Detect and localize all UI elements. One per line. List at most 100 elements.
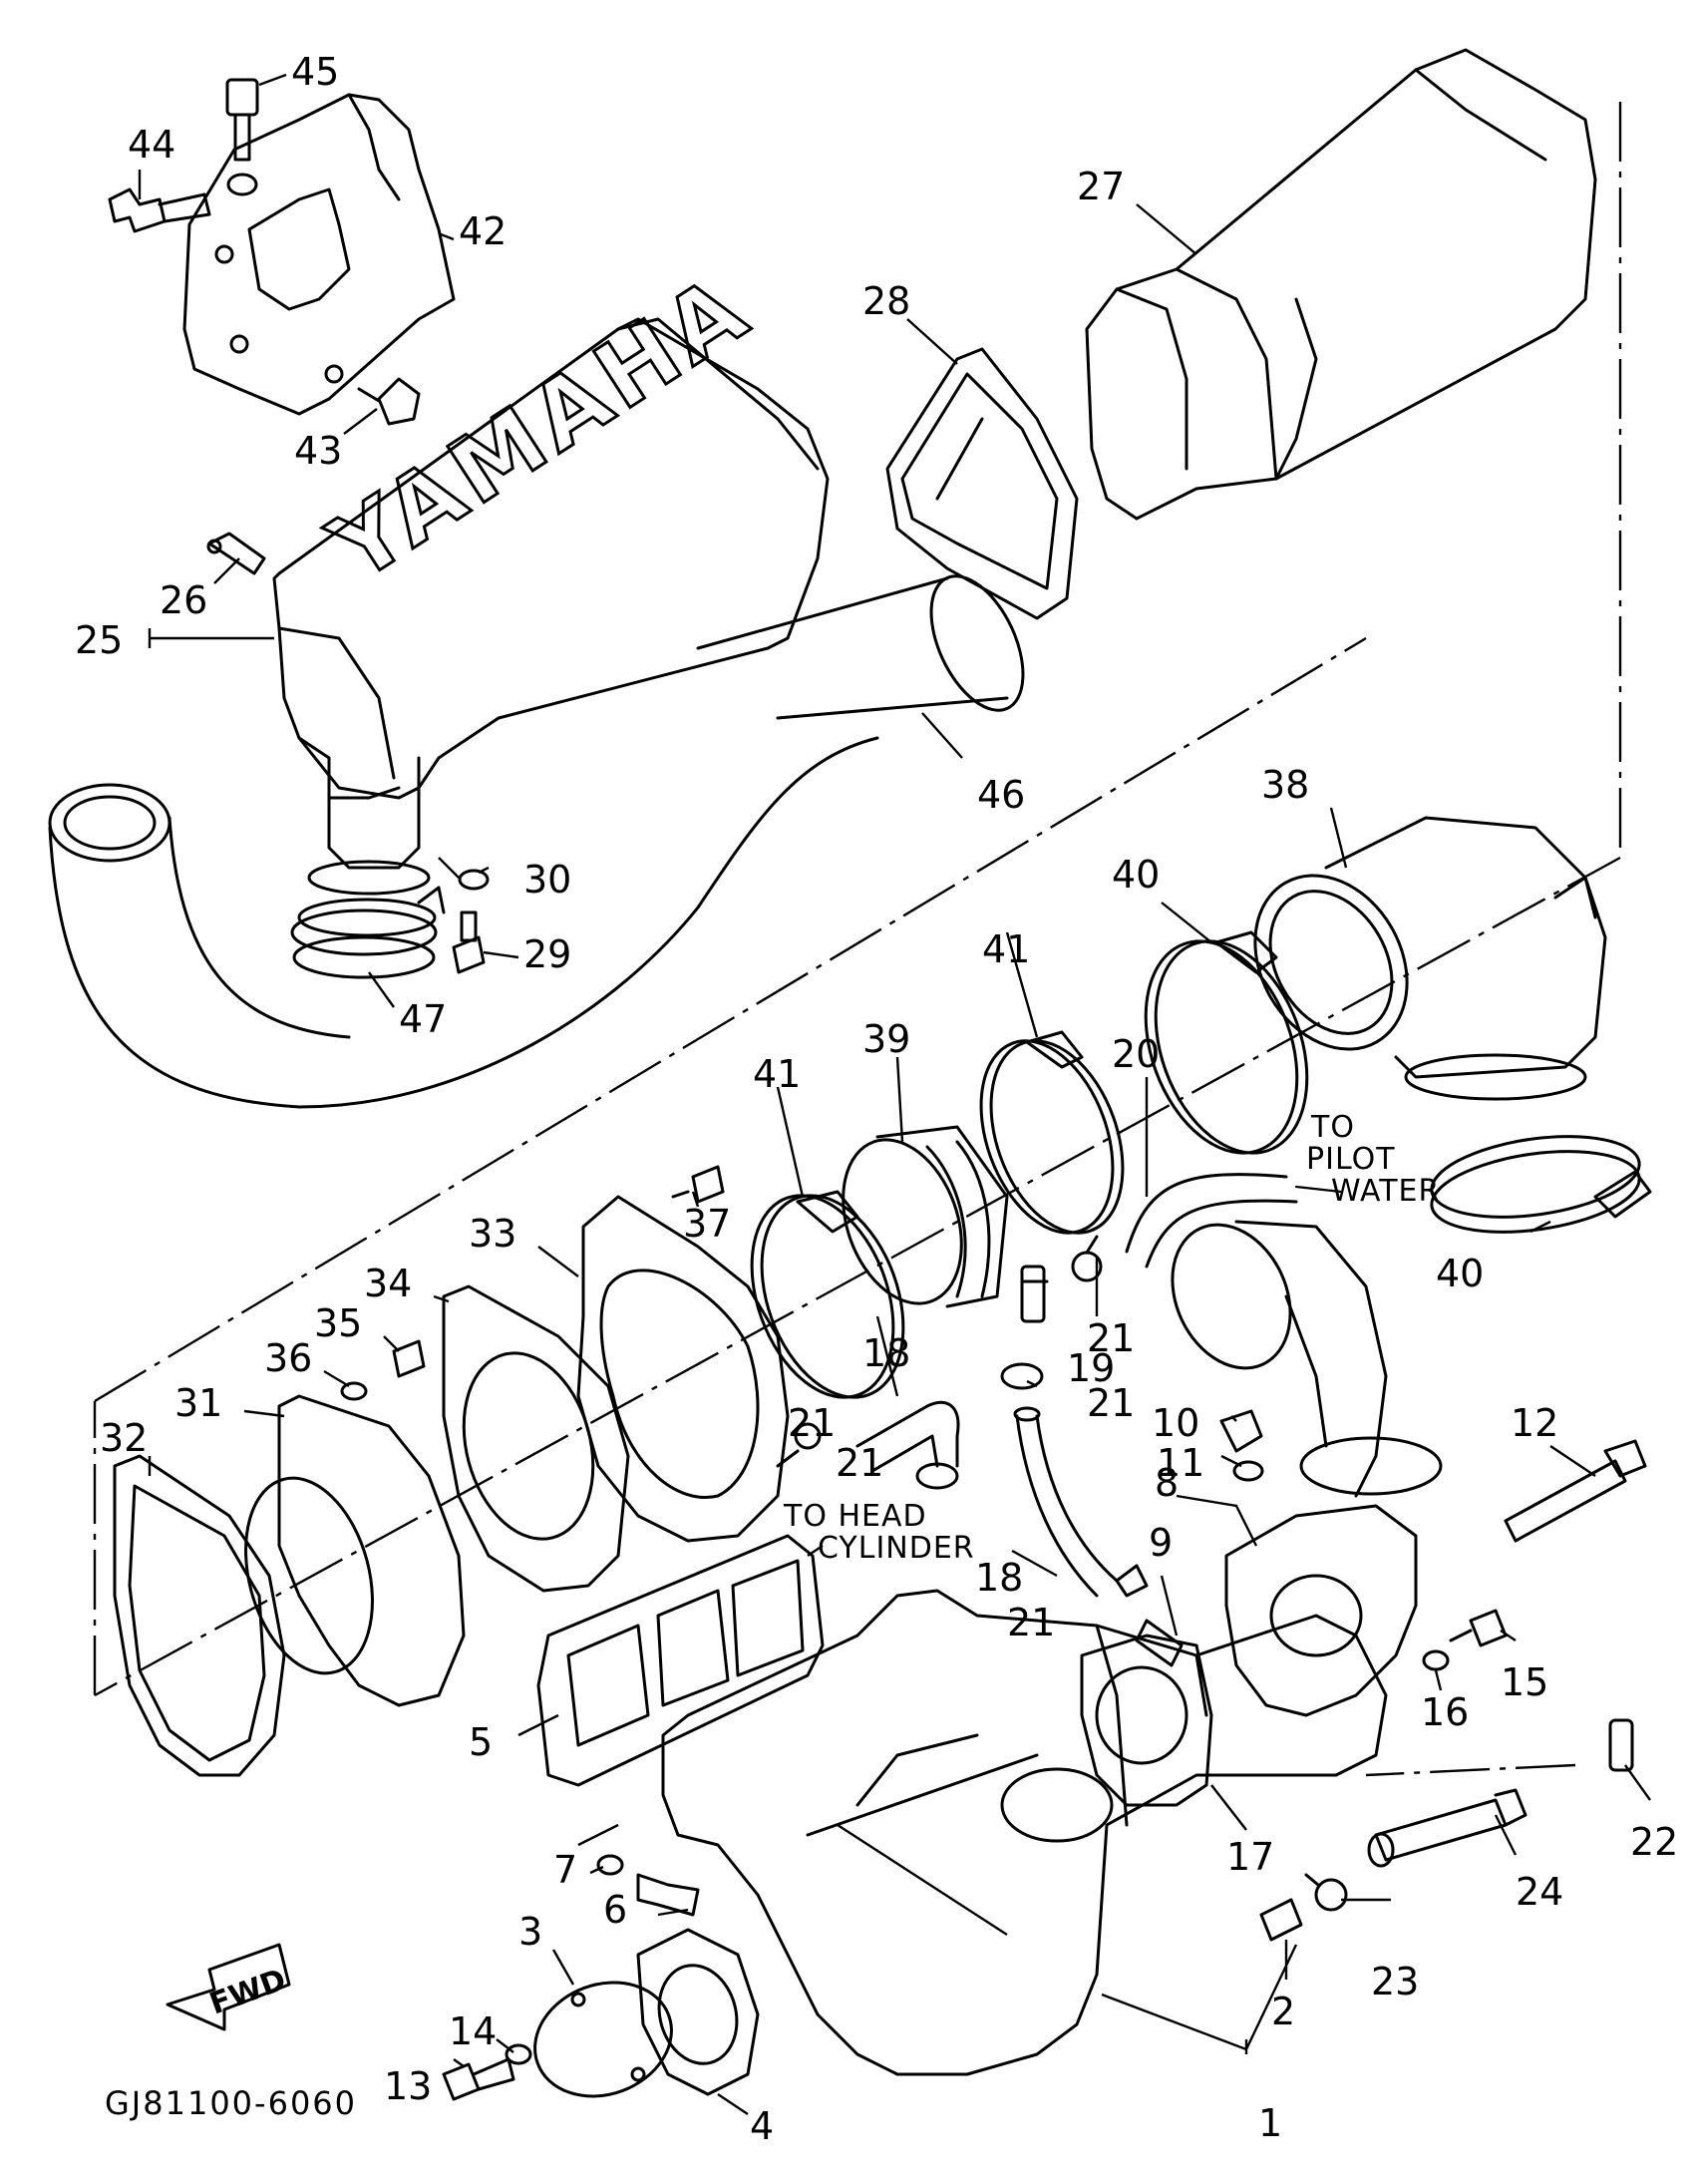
clamp-23: [1304, 1873, 1348, 1912]
callout-18-upper: 18: [862, 1331, 910, 1375]
bolt-35: [392, 1339, 426, 1378]
callout-36: 36: [264, 1336, 312, 1380]
washer-36: [340, 1381, 368, 1401]
callout-47: 47: [399, 997, 447, 1041]
brand-mark: YAMAHA: [312, 253, 769, 602]
note-to: TO: [1310, 1110, 1355, 1145]
callout-4: 4: [750, 2104, 774, 2148]
callout-30: 30: [523, 858, 571, 902]
callout-34: 34: [364, 1262, 412, 1305]
callout-9: 9: [1149, 1521, 1173, 1565]
washer-14: [505, 2043, 532, 2065]
clip-21-upper: [1071, 1235, 1103, 1282]
callout-25: 25: [75, 618, 123, 662]
callout-38: 38: [1261, 763, 1309, 807]
plug-10: [1219, 1409, 1263, 1453]
washer-7: [596, 1854, 624, 1876]
clip-21-lower: [1115, 1564, 1149, 1598]
joint-24: [1367, 1788, 1527, 1868]
hose-joint-39: [842, 1125, 1009, 1308]
hose-18-long: [1013, 1406, 1119, 1598]
callout-31: 31: [174, 1381, 222, 1425]
bolt-29: [452, 910, 486, 974]
callout-18-lower: 18: [975, 1556, 1023, 1600]
callout-40-lower: 40: [1436, 1252, 1484, 1295]
clip-21-middle: [1000, 1362, 1044, 1390]
callout-28: 28: [862, 279, 910, 323]
callout-8: 8: [1155, 1461, 1179, 1505]
bolt-13: [442, 2057, 515, 2101]
callout-21-bottom: 21: [836, 1441, 883, 1485]
hose-clamp-41-right: [979, 1030, 1125, 1235]
intake-tube-46: [696, 574, 1025, 720]
callout-21-middle: 21: [1087, 1381, 1135, 1425]
callout-19: 19: [1067, 1346, 1115, 1390]
catalog-code: GJ81100-6060: [105, 2084, 357, 2122]
air-duct-bracket: [182, 93, 456, 416]
callout-15: 15: [1501, 1660, 1548, 1704]
callout-42: 42: [459, 209, 507, 253]
callout-40-upper: 40: [1112, 853, 1160, 897]
note-to-pilot-water: TO PILOT WATER: [1306, 1110, 1439, 1209]
callout-labels: 1 2 3 4 5 6 7 8 9 10 11 12 13 14 15 16 1…: [75, 50, 1678, 2148]
callout-37: 37: [683, 1202, 731, 1246]
callout-44: 44: [128, 123, 175, 167]
cover-3: [533, 1981, 673, 2098]
pin-26: [206, 532, 266, 575]
callout-26: 26: [160, 578, 207, 622]
exhaust-elbow-pipe: [1171, 1220, 1443, 1717]
callout-41-right: 41: [982, 927, 1030, 971]
callout-27: 27: [1077, 165, 1125, 208]
hose-clamp-41-left: [750, 1190, 905, 1399]
note-to-head: TO HEAD: [783, 1499, 927, 1534]
forward-direction-arrow: FWD: [166, 1943, 291, 2031]
duct-neck: [297, 756, 437, 937]
callout-45: 45: [291, 50, 339, 94]
callout-21-lower: 21: [1007, 1601, 1055, 1644]
callout-20: 20: [1112, 1032, 1160, 1076]
nipple-2: [1259, 1898, 1303, 1942]
intake-hose-47: [48, 736, 879, 1109]
gasket-5: [536, 1534, 825, 1787]
callout-14: 14: [449, 2009, 497, 2053]
gasket-17: [1080, 1634, 1213, 1807]
bolt-43: [357, 377, 421, 426]
elbow-38: [1253, 816, 1607, 1101]
gasket-33: [576, 1195, 790, 1543]
bolt-45: [225, 78, 259, 196]
callout-43: 43: [294, 429, 342, 473]
callout-5: 5: [469, 1720, 493, 1764]
hose-clamp-40-lower: [1430, 1135, 1652, 1234]
callout-22: 22: [1630, 1820, 1678, 1864]
gasket-4: [636, 1928, 760, 2096]
callout-12: 12: [1511, 1401, 1558, 1445]
stud-bolt-12: [1504, 1439, 1647, 1543]
group-boundaries: [93, 102, 1622, 1777]
hose-clamp-40-upper: [1144, 930, 1309, 1155]
bolt-44: [108, 187, 211, 233]
callout-1: 1: [1258, 2101, 1282, 2145]
silencer-27: [1085, 48, 1597, 521]
pipe-22: [1608, 1718, 1634, 1772]
callout-23: 23: [1371, 1960, 1419, 2003]
callout-6: 6: [603, 1888, 627, 1932]
callout-35: 35: [314, 1301, 362, 1345]
callout-13: 13: [384, 2064, 432, 2108]
fwd-label: FWD: [205, 1963, 291, 2022]
hose-20: [1125, 1173, 1343, 1269]
washer-16: [1422, 1649, 1450, 1671]
water-box-31: [244, 1394, 466, 1707]
hose-18-short: [855, 1400, 960, 1473]
callout-32: 32: [100, 1416, 148, 1460]
note-pilot: PILOT: [1306, 1142, 1396, 1177]
note-to-head-cylinder: TO HEAD CYLINDER: [783, 1499, 974, 1566]
washer-30: [458, 869, 490, 891]
callout-21-upper: 21: [1087, 1316, 1135, 1360]
gasket-34: [442, 1284, 630, 1593]
callout-7: 7: [553, 1848, 577, 1892]
nipple-19: [1020, 1265, 1049, 1323]
callout-29: 29: [523, 932, 571, 976]
washer-11: [1232, 1460, 1264, 1482]
callout-41-left: 41: [753, 1052, 801, 1096]
gasket-28: [885, 347, 1079, 620]
